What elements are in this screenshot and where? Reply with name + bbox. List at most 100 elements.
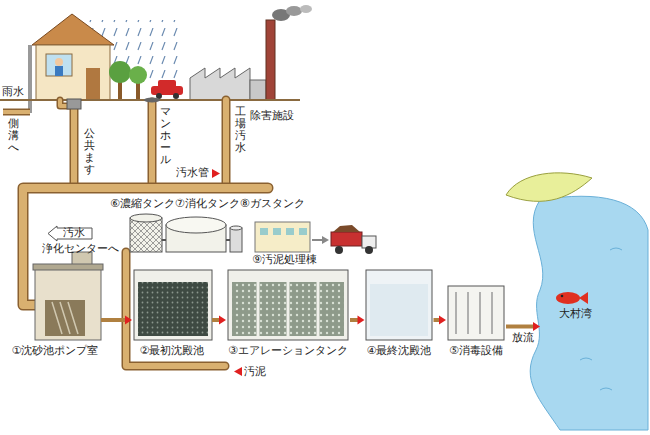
house xyxy=(36,45,110,100)
sewer-pipes xyxy=(126,252,225,366)
vertical-label: 工場汚水 xyxy=(235,106,246,154)
sewer-pipes xyxy=(74,100,226,188)
sludge-facilities xyxy=(333,225,360,232)
sludge-facilities xyxy=(331,232,362,246)
factory xyxy=(266,20,275,100)
sludge-facilities xyxy=(230,226,242,230)
sludge-facilities xyxy=(299,228,307,235)
pump-house xyxy=(33,264,103,270)
flow-line xyxy=(350,318,359,322)
flow-connector xyxy=(434,316,447,325)
treatment-tanks xyxy=(138,282,208,336)
trees-car xyxy=(173,93,179,99)
arrow-head xyxy=(219,316,226,325)
node-label: 汚水 xyxy=(63,227,85,240)
pump-house xyxy=(52,302,78,334)
trees-car xyxy=(109,61,131,83)
node-label: ②最初沈殿池 xyxy=(140,345,205,358)
house xyxy=(3,110,30,114)
factory xyxy=(190,68,250,100)
bay xyxy=(530,196,648,430)
house xyxy=(86,68,100,100)
part-label: ⑥濃縮タンク⑦消化タンク⑧ガスタンク xyxy=(110,198,305,211)
node-label: ①沈砂池ポンプ室 xyxy=(12,345,99,358)
pump-house xyxy=(35,268,101,340)
factory xyxy=(250,80,266,100)
factory xyxy=(190,5,312,100)
treatment-tanks xyxy=(448,286,504,340)
node-label: ⑤消毒設備 xyxy=(449,345,503,358)
flow-connector xyxy=(212,316,226,325)
flow-line xyxy=(212,318,220,322)
sludge-facilities xyxy=(166,217,226,233)
treatment-tanks xyxy=(366,270,432,340)
flow-connector xyxy=(506,322,540,331)
vertical-label: マンホール xyxy=(160,106,171,166)
treatment-tanks xyxy=(134,270,212,340)
house xyxy=(3,14,114,113)
node-label: 大村湾 xyxy=(559,308,592,321)
sludge-facilities xyxy=(255,222,310,252)
pipe-fittings xyxy=(144,98,160,103)
arrow-head xyxy=(125,316,132,325)
sludge-facilities xyxy=(130,218,162,252)
sludge-facilities xyxy=(260,228,268,235)
house xyxy=(55,66,63,76)
treatment-tanks xyxy=(228,270,348,340)
treatment-tanks xyxy=(287,272,290,338)
arrow-shape xyxy=(48,226,92,241)
house xyxy=(3,109,30,116)
node-label: ④最終沈殿池 xyxy=(367,345,432,358)
part-label: 雨水 xyxy=(2,86,24,99)
factory xyxy=(286,6,302,16)
sludge-facilities xyxy=(365,246,373,254)
bay-region: 大村湾 xyxy=(540,308,610,345)
sludge-facilities xyxy=(273,228,281,235)
flow-connector xyxy=(101,316,132,325)
house xyxy=(28,45,32,113)
part-label: ⑨汚泥処理棟 xyxy=(252,254,317,267)
sludge-facilities xyxy=(335,246,343,254)
arrow-head xyxy=(358,316,365,325)
node-label: ③エアレーションタンク xyxy=(228,345,348,358)
sludge-facilities xyxy=(130,214,376,254)
bay xyxy=(579,292,588,304)
bay xyxy=(561,295,564,298)
pump-house xyxy=(45,300,85,336)
settling-tank: ②最初沈殿池 xyxy=(132,280,212,360)
house xyxy=(55,58,63,66)
part-label: 汚泥 xyxy=(244,366,266,379)
sludge-facilities xyxy=(286,228,294,235)
vertical-label: 側溝へ xyxy=(8,118,19,154)
settling-tank: ④最終沈殿池 xyxy=(365,280,434,360)
part-label: 除害施設 xyxy=(250,110,294,123)
bay xyxy=(506,173,592,201)
disinfection-unit: ⑤消毒設備 xyxy=(446,280,506,360)
treatment-tanks xyxy=(134,270,504,340)
part-label: 汚水管 xyxy=(176,167,209,180)
flow-line xyxy=(101,318,126,322)
treatment-tanks xyxy=(317,272,320,338)
house xyxy=(32,14,114,45)
sludge-facilities xyxy=(312,239,323,241)
aeration-tank: ③エアレーションタンク xyxy=(226,280,350,360)
flow-connector xyxy=(350,316,365,325)
part-label: 浄化センターへ xyxy=(42,243,119,256)
pump-station: ①沈砂池ポンプ室 xyxy=(9,280,101,360)
sludge-facilities xyxy=(230,228,242,252)
trees-car xyxy=(109,61,183,100)
flow-line xyxy=(506,325,534,329)
pipe-fittings xyxy=(67,99,81,109)
trees-car xyxy=(151,86,183,95)
edge-label: 放流 xyxy=(511,332,535,345)
sludge-facilities xyxy=(130,214,162,222)
sludge-facilities xyxy=(162,239,166,241)
pipe-fittings xyxy=(234,367,242,376)
sewer-pipes xyxy=(126,252,225,366)
treatment-tanks xyxy=(456,292,492,334)
arrow-head xyxy=(533,322,540,331)
treatment-tanks xyxy=(257,272,260,338)
vertical-label: 公共ます xyxy=(84,128,95,176)
